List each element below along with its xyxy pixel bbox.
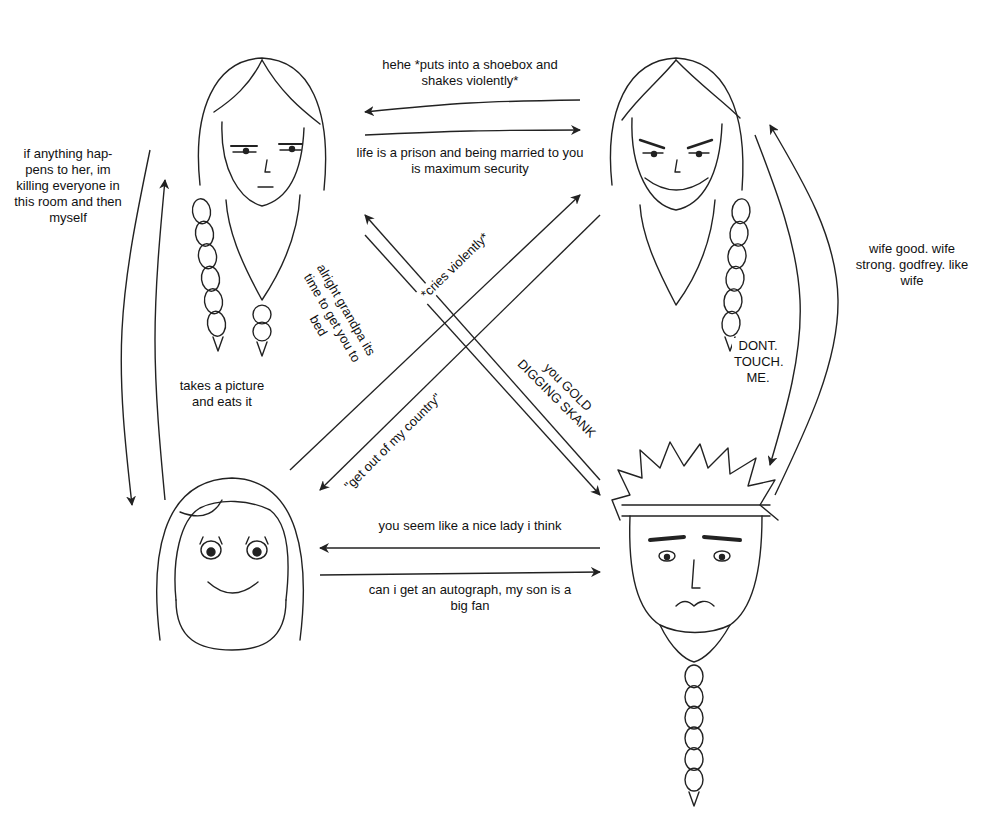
character-face [157, 478, 304, 650]
braid-segment [685, 748, 703, 771]
braid-segment [685, 706, 703, 729]
edge-label: hehe *puts into a shoebox and shakes vio… [363, 57, 578, 89]
braid-segment [727, 243, 747, 269]
braid-tip [213, 337, 223, 351]
braid-tip [257, 342, 267, 356]
braid-strokes [191, 198, 751, 806]
relation-arrow [755, 135, 800, 465]
character-node [580, 55, 770, 360]
braid-segment [725, 266, 745, 292]
braid-segment [253, 305, 271, 324]
edge-label: can i get an autograph, my son is a big … [357, 582, 583, 614]
edge-label: "get out of my country" [327, 376, 459, 508]
character-face [610, 58, 742, 305]
braid-segment [685, 665, 703, 688]
edge-label: alright grandpa its time to get you to b… [283, 258, 381, 379]
edge-label: DONT. TOUCH. ME. [732, 338, 784, 386]
braid-segment [731, 198, 751, 224]
braid-segment [253, 322, 271, 341]
edge-label: takes a picture and eats it [172, 378, 272, 410]
braid-segment [194, 220, 215, 247]
character-face [612, 442, 778, 662]
relation-arrow [365, 100, 580, 112]
edge-label: you GOLD DIGGING SKANK [511, 342, 613, 444]
braid-segment [200, 265, 221, 292]
braid-segment [685, 727, 703, 750]
character-node [600, 440, 780, 810]
braid-segment [723, 288, 743, 314]
edge-label: wife good. wife strong. godfrey. like wi… [851, 241, 973, 289]
relation-arrow [770, 125, 838, 495]
braid-segment [729, 221, 749, 247]
braid-segment [721, 311, 741, 337]
relation-arrow [155, 180, 165, 500]
character-face [198, 58, 325, 300]
relation-arrow [365, 235, 600, 495]
relation-arrow [320, 547, 600, 548]
relation-arrow [320, 572, 600, 575]
edge-label: if anything hap- pens to her, im killing… [6, 146, 130, 226]
braid-segment [191, 198, 212, 225]
braid-tip [689, 792, 699, 806]
braid-segment [206, 310, 227, 337]
character-node [130, 470, 320, 650]
edge-label: life is a prison and being married to yo… [353, 145, 588, 177]
braid-segment [685, 768, 703, 791]
edge-label: you seem like a nice lady i think [376, 518, 564, 534]
braid-segment [203, 288, 224, 315]
braid-segment [197, 243, 218, 270]
relation-arrow [365, 130, 580, 135]
braid-segment [685, 686, 703, 709]
edge-label: *cries violently* [403, 215, 508, 317]
